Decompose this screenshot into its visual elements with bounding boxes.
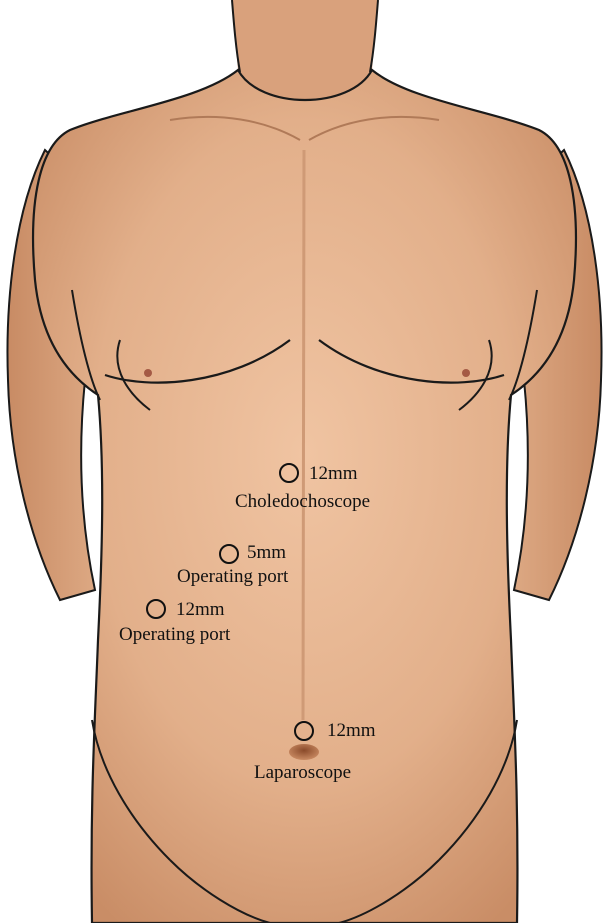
port-name-operating-12mm: Operating port [119, 625, 230, 645]
port-size-laparoscope: 12mm [327, 721, 376, 741]
port-marker-operating-12mm [146, 599, 166, 619]
port-marker-operating-5mm [219, 544, 239, 564]
navel [289, 744, 319, 760]
port-name-choledochoscope: Choledochoscope [235, 492, 370, 512]
port-size-operating-12mm: 12mm [176, 600, 225, 620]
neck [232, 0, 378, 100]
port-marker-choledochoscope [279, 463, 299, 483]
port-name-laparoscope: Laparoscope [254, 763, 351, 783]
port-size-choledochoscope: 12mm [309, 464, 358, 484]
left-nipple [144, 369, 152, 377]
port-size-operating-5mm: 5mm [247, 543, 286, 563]
port-marker-laparoscope [294, 721, 314, 741]
right-nipple [462, 369, 470, 377]
port-name-operating-5mm: Operating port [177, 567, 288, 587]
